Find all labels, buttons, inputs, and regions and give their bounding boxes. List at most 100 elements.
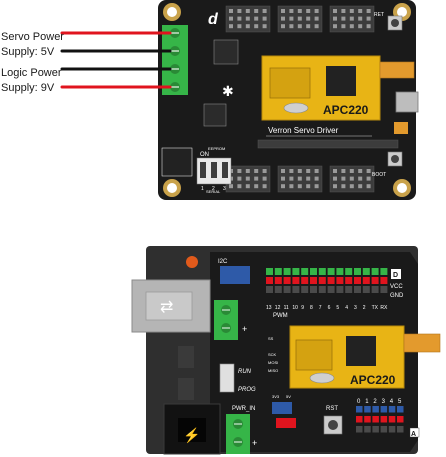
- header-pin: [314, 24, 319, 29]
- digital-header-pin: [327, 286, 335, 293]
- header-pin: [349, 9, 354, 13]
- header-pin: [358, 184, 363, 189]
- header-pin: [314, 169, 319, 173]
- header-pin: [366, 184, 371, 189]
- analog-pin-rows: [356, 406, 404, 433]
- plus-icon: +: [242, 324, 247, 334]
- digital-header-pin: [345, 268, 353, 275]
- analog-pin-label: 4: [390, 399, 394, 405]
- digital-header-pin: [301, 268, 309, 275]
- i2c-label: I2C: [218, 259, 228, 265]
- capacitor: [178, 378, 194, 400]
- shield-terminal-bottom: [226, 414, 250, 454]
- digital-header-pin: [266, 277, 273, 284]
- header-pin: [281, 24, 285, 29]
- rail-vcc-label: VCC: [390, 284, 403, 290]
- plus-icon: +: [252, 438, 257, 448]
- svg-text:1: 1: [201, 186, 204, 192]
- header-pin: [262, 176, 267, 181]
- header-pin: [229, 16, 233, 21]
- module-label: APC220: [350, 373, 396, 387]
- digital-header-pin: [274, 277, 282, 284]
- analog-header-pin: [397, 426, 404, 433]
- digital-pin-label: 9: [301, 305, 304, 311]
- regulator-chip: [213, 39, 239, 65]
- header-pin: [341, 169, 346, 173]
- boot-label: BOOT: [372, 172, 386, 178]
- header-pin: [237, 24, 242, 29]
- digital-header-pin: [362, 277, 370, 284]
- usb-port: [395, 91, 419, 113]
- header-pin: [297, 24, 302, 29]
- digital-header-pin: [362, 286, 370, 293]
- digital-header-pin: [318, 286, 326, 293]
- header-pin: [262, 169, 267, 173]
- digital-header-pin: [327, 277, 335, 284]
- analog-header-pin: [372, 406, 379, 413]
- servo-driver-board: d ✱ APC220: [158, 0, 419, 200]
- digital-pin-label: TX: [372, 305, 379, 311]
- analog-header-pin: [356, 416, 363, 423]
- header-pin: [245, 9, 250, 13]
- digital-header-pin: [336, 286, 344, 293]
- i2c-header: I2C: [218, 259, 250, 284]
- on-label: ON: [200, 152, 209, 158]
- header-pin: [245, 24, 250, 29]
- analog-header-pin: [364, 406, 371, 413]
- header-pin: [237, 169, 242, 173]
- analog-header-pin: [388, 426, 396, 433]
- arduino-shield-assembly: ⇄ ⚡ I2C + PWR_IN +: [131, 246, 441, 455]
- header-pin: [349, 24, 354, 29]
- spi-labels: SS SCK MOSI MISO: [268, 336, 278, 373]
- digital-header-pin: [371, 268, 379, 275]
- serial-label: SERIAL: [206, 189, 221, 194]
- header-pin: [245, 169, 250, 173]
- digital-header-pin: [301, 286, 309, 293]
- mounting-hole: [393, 179, 411, 197]
- header-pin: [306, 169, 311, 173]
- header-pin: [289, 16, 294, 21]
- header-pin: [333, 9, 337, 13]
- header-pin: [254, 176, 259, 181]
- lightning-icon: ⚡: [183, 427, 200, 444]
- usb-b-port: ⇄: [131, 279, 211, 333]
- analog-rail-a-label: A: [411, 431, 416, 438]
- header-pin: [289, 24, 294, 29]
- header-pin: [229, 184, 233, 189]
- run-prog-switch: [219, 363, 235, 393]
- digital-header-pin: [301, 277, 309, 284]
- header-pin: [237, 176, 242, 181]
- rst-label: RST: [326, 406, 338, 412]
- header-strip: [257, 139, 399, 149]
- header-pin: [289, 9, 294, 13]
- header-pin: [349, 184, 354, 189]
- gear-icon: ✱: [222, 83, 234, 99]
- digital-header-pin: [345, 277, 353, 284]
- header-pin: [333, 169, 337, 173]
- regulator-chip: [203, 103, 227, 127]
- header-pin: [297, 169, 302, 173]
- header-pin: [314, 184, 319, 189]
- digital-header-pin: [371, 286, 379, 293]
- digital-pin-rows: [266, 268, 388, 293]
- digital-pin-label: 2: [363, 305, 366, 311]
- header-pin: [366, 24, 371, 29]
- analog-pin-label: 1: [365, 399, 369, 405]
- analog-pin-label: 2: [373, 399, 377, 405]
- header-pin: [358, 169, 363, 173]
- header-pin: [254, 16, 259, 21]
- logic-supply-label: Supply: 9V: [1, 82, 55, 94]
- run-label: RUN: [238, 369, 252, 375]
- digital-header-pin: [283, 286, 291, 293]
- digital-header-pin: [318, 277, 326, 284]
- digital-header-pin: [274, 286, 282, 293]
- header-pin: [314, 16, 319, 21]
- arduino-reset: [186, 256, 198, 268]
- analog-rail-labels: GND VCC: [404, 410, 418, 427]
- header-pin: [262, 24, 267, 29]
- rail-d-label: D: [393, 272, 398, 279]
- header-pin: [262, 184, 267, 189]
- header-pin: [254, 24, 259, 29]
- header-pin: [341, 176, 346, 181]
